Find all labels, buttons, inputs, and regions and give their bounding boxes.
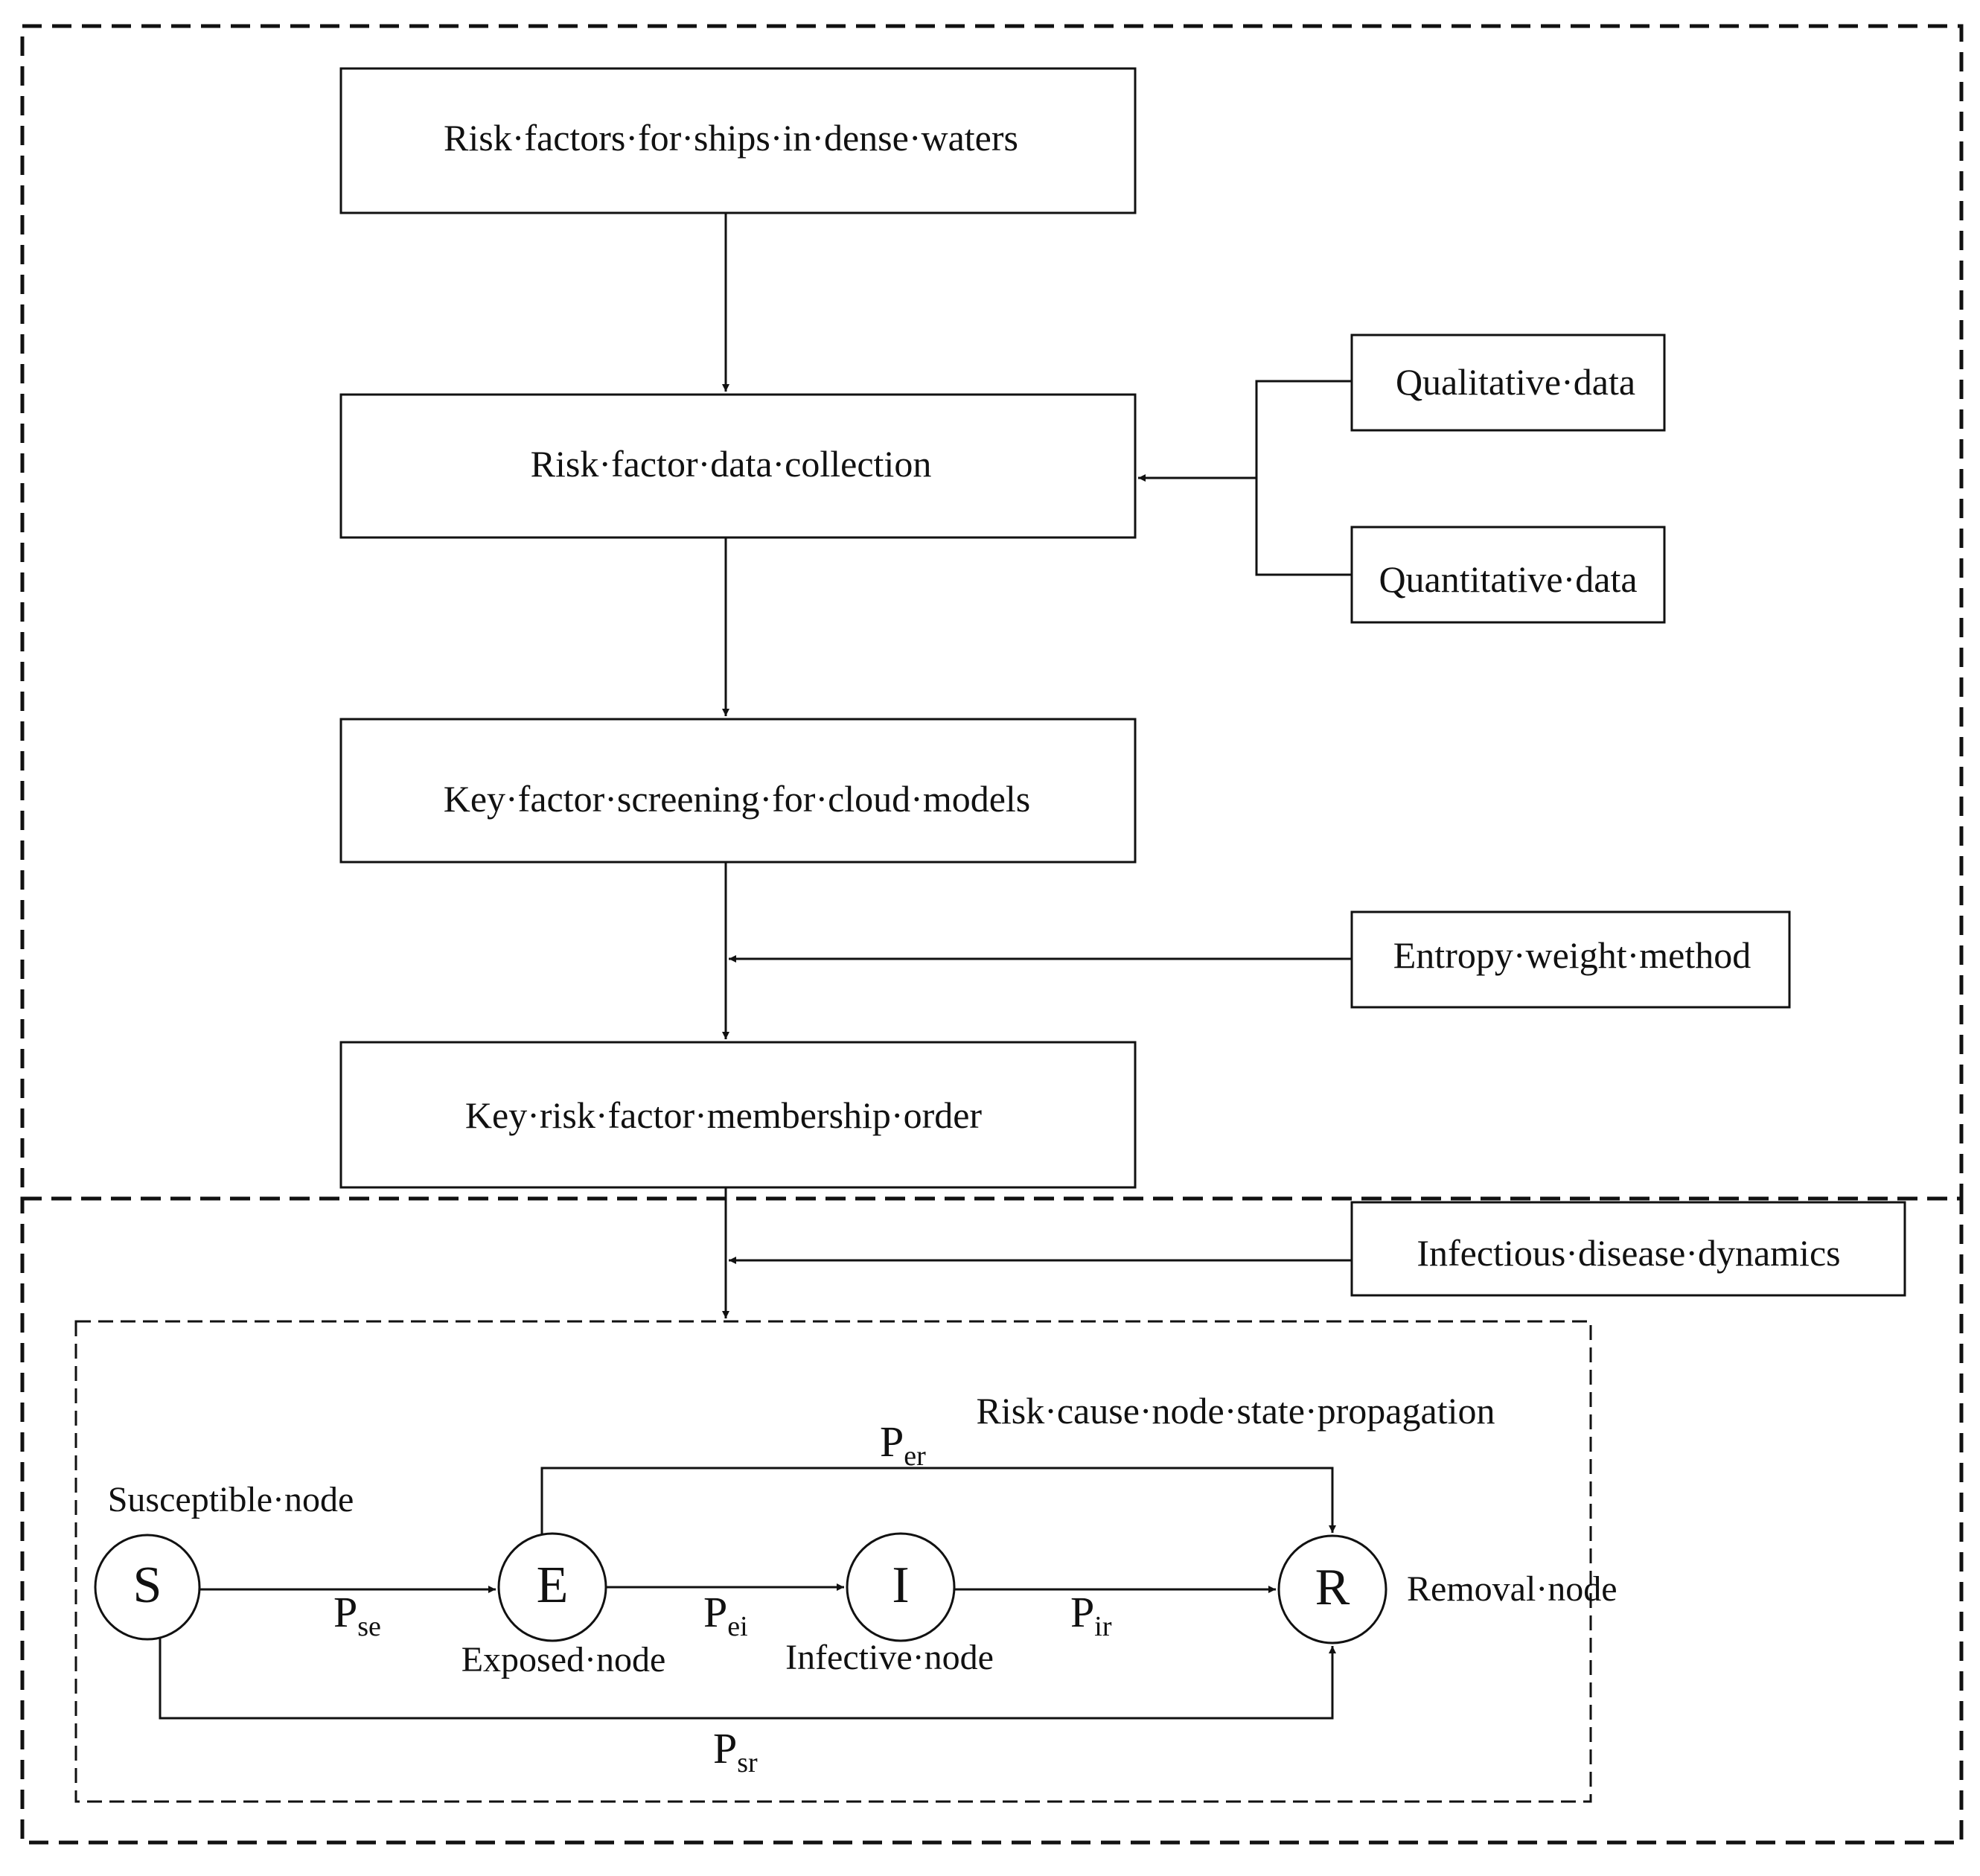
box-risk-factors-label: Risk·factors·for·ships·in·dense·waters xyxy=(444,117,1018,159)
node-i-label: Infective·node xyxy=(785,1638,994,1677)
edge-label-er-sub: er xyxy=(904,1440,926,1472)
edge-label-ir-base: P xyxy=(1070,1588,1094,1636)
node-r-letter: R xyxy=(1315,1559,1350,1616)
node-e-label: Exposed·node xyxy=(462,1640,666,1679)
lower-section-frame xyxy=(20,1196,1964,1845)
box-qualitative: Qualitative·data xyxy=(1350,334,1666,432)
edge-label-sr: Psr xyxy=(713,1724,758,1778)
box-screening: Key·factor·screening·for·cloud·models xyxy=(339,718,1137,864)
box-membership-order: Key·risk·factor·membership·order xyxy=(339,1041,1137,1189)
edge-label-ei-base: P xyxy=(703,1588,727,1636)
box-entropy-label: Entropy·weight·method xyxy=(1393,934,1751,976)
propagation-title: Risk·cause·node·state·propagation xyxy=(977,1390,1495,1432)
node-s-label: Susceptible·node xyxy=(108,1480,354,1519)
node-s: S xyxy=(94,1534,201,1641)
edge-e-to-r xyxy=(540,1467,1336,1534)
edge-label-se: Pse xyxy=(333,1588,381,1642)
box-quantitative: Quantitative·data xyxy=(1350,526,1666,624)
edge-s-to-r xyxy=(159,1638,1336,1720)
node-r-label: Removal·node xyxy=(1407,1569,1617,1609)
edge-label-ir-sub: ir xyxy=(1094,1611,1112,1642)
node-i: I xyxy=(846,1532,956,1642)
propagation-frame xyxy=(74,1320,1592,1803)
edge-label-ir: Pir xyxy=(1070,1588,1112,1642)
box-infectious: Infectious·disease·dynamics xyxy=(1350,1201,1906,1297)
node-i-letter: I xyxy=(892,1557,909,1614)
edge-label-sr-base: P xyxy=(713,1724,737,1773)
edge-label-se-base: P xyxy=(333,1588,357,1636)
data-input-bracket xyxy=(1138,380,1352,576)
box-data-collection-label: Risk·factor·data·collection xyxy=(531,443,932,485)
edge-label-ei-sub: ei xyxy=(727,1611,747,1642)
edge-label-se-sub: se xyxy=(357,1611,381,1642)
edge-label-ei: Pei xyxy=(703,1588,748,1642)
box-membership-order-label: Key·risk·factor·membership·order xyxy=(465,1094,982,1136)
edge-label-er-base: P xyxy=(880,1417,904,1466)
box-screening-label: Key·factor·screening·for·cloud·models xyxy=(444,778,1031,820)
box-data-collection: Risk·factor·data·collection xyxy=(339,393,1137,539)
box-entropy: Entropy·weight·method xyxy=(1350,910,1791,1009)
edge-label-er: Per xyxy=(880,1417,926,1472)
box-quantitative-label: Quantitative·data xyxy=(1379,558,1637,600)
node-s-letter: S xyxy=(133,1557,162,1614)
node-e-letter: E xyxy=(537,1557,569,1614)
node-r: R xyxy=(1277,1534,1387,1644)
edge-label-sr-sub: sr xyxy=(737,1747,758,1778)
node-e: E xyxy=(497,1532,607,1642)
box-risk-factors: Risk·factors·for·ships·in·dense·waters xyxy=(339,67,1137,214)
box-qualitative-label: Qualitative·data xyxy=(1396,361,1635,403)
box-infectious-label: Infectious·disease·dynamics xyxy=(1417,1232,1840,1274)
